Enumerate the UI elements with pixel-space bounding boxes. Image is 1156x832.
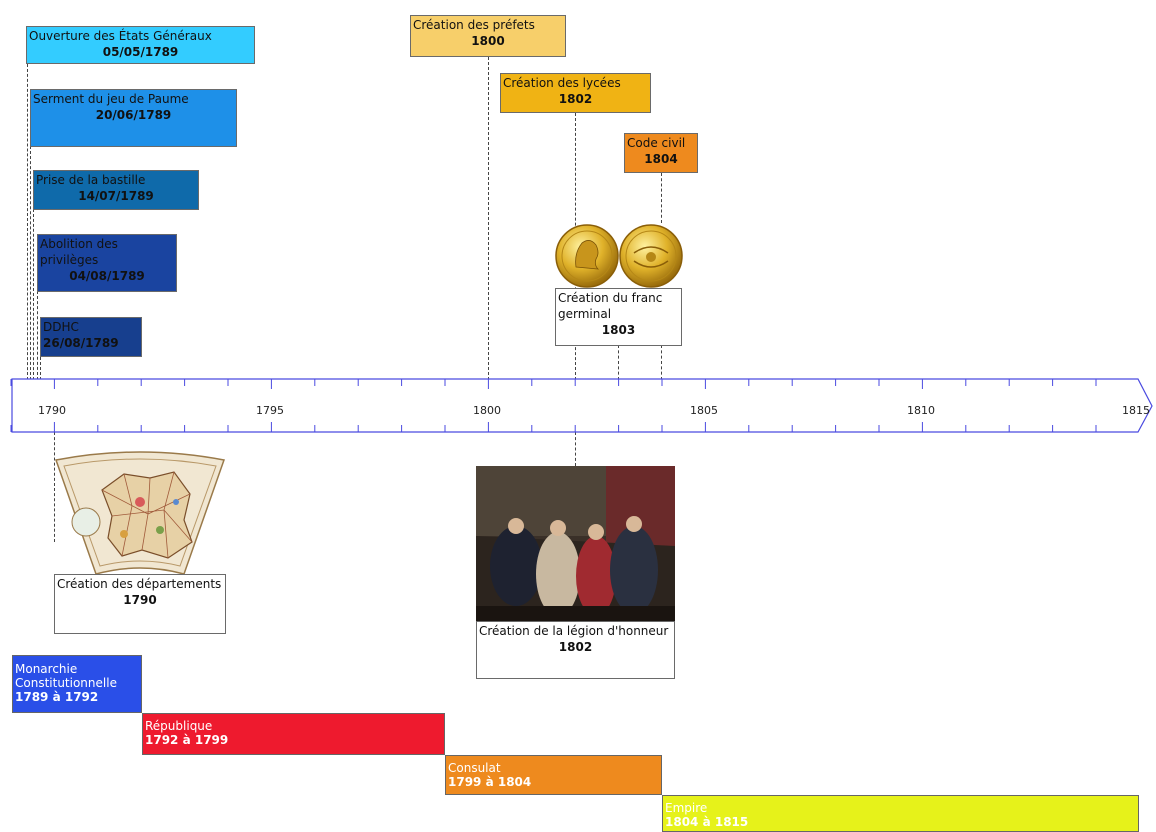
period-label: Consulat [448,761,501,775]
event-date: 1802 [558,92,593,106]
event-date: 14/07/1789 [78,189,154,203]
axis-tick-label: 1815 [1122,404,1150,417]
connector-franc [618,345,619,380]
event-label: Création des préfets [413,18,535,32]
period-republique: République 1792 à 1799 [142,713,445,755]
period-date: 1804 à 1815 [665,815,749,829]
event-creation-departements: Création des départements 1790 [54,574,226,634]
period-label: Monarchie Constitutionnelle [15,662,117,690]
event-label: Prise de la bastille [36,173,146,187]
event-date: 26/08/1789 [43,336,119,350]
event-date: 1802 [558,640,593,654]
connector-legion [575,432,576,466]
connector-prefets [488,57,489,380]
event-franc-germinal: Création du franc germinal 1803 [555,288,682,346]
connector-bastille [33,209,34,380]
event-legion-honneur: Création de la légion d'honneur 1802 [476,621,675,679]
event-prise-bastille: Prise de la bastille 14/07/1789 [33,170,199,210]
event-date: 1800 [471,34,505,48]
event-label: Ouverture des États Généraux [29,29,212,43]
event-code-civil: Code civil 1804 [624,133,698,173]
period-consulat: Consulat 1799 à 1804 [445,755,662,795]
connector-ddhc [40,357,41,380]
event-label: Serment du jeu de Paume [33,92,189,106]
timeline-axis [10,378,1153,433]
period-date: 1799 à 1804 [448,775,532,789]
event-date: 05/05/1789 [102,45,179,59]
event-label: Création de la légion d'honneur [479,624,669,638]
event-abolition-privileges: Abolition des privilèges 04/08/1789 [37,234,177,292]
painting-icon [476,466,675,622]
event-serment-jeu-de-paume: Serment du jeu de Paume 20/06/1789 [30,89,237,147]
event-date: 1790 [123,593,157,607]
connector-codecivil [661,173,662,223]
event-date: 1803 [601,323,636,337]
period-date: 1792 à 1799 [145,733,229,747]
connector-etats [27,64,28,380]
event-creation-prefets: Création des préfets 1800 [410,15,566,57]
period-label: Empire [665,801,708,815]
connector-departements [54,432,55,542]
event-label: Création des départements [57,577,222,591]
event-ddhc: DDHC 26/08/1789 [40,317,142,357]
connector-serment [30,146,31,380]
period-date: 1789 à 1792 [15,690,99,704]
event-label: Code civil [627,136,686,150]
event-label: DDHC [43,320,79,334]
map-icon [55,451,225,575]
axis-tick-label: 1800 [473,404,501,417]
period-label: République [145,719,213,733]
connector-codecivil-lower [661,345,662,380]
period-monarchie: Monarchie Constitutionnelle 1789 à 1792 [12,655,142,713]
event-creation-lycees: Création des lycées 1802 [500,73,651,113]
event-date: 1804 [644,152,678,166]
period-empire: Empire 1804 à 1815 [662,795,1139,832]
event-label: Création du franc germinal [558,291,663,321]
connector-abolition [37,291,38,380]
axis-tick-label: 1805 [690,404,718,417]
event-date: 04/08/1789 [69,269,145,283]
axis-tick-label: 1795 [256,404,284,417]
axis-tick-label: 1810 [907,404,935,417]
event-label: Abolition des privilèges [40,237,118,267]
event-label: Création des lycées [503,76,621,90]
event-date: 20/06/1789 [95,108,172,122]
event-etats-generaux: Ouverture des États Généraux 05/05/1789 [26,26,255,64]
coin-icon [555,224,683,288]
axis-tick-label: 1790 [38,404,66,417]
